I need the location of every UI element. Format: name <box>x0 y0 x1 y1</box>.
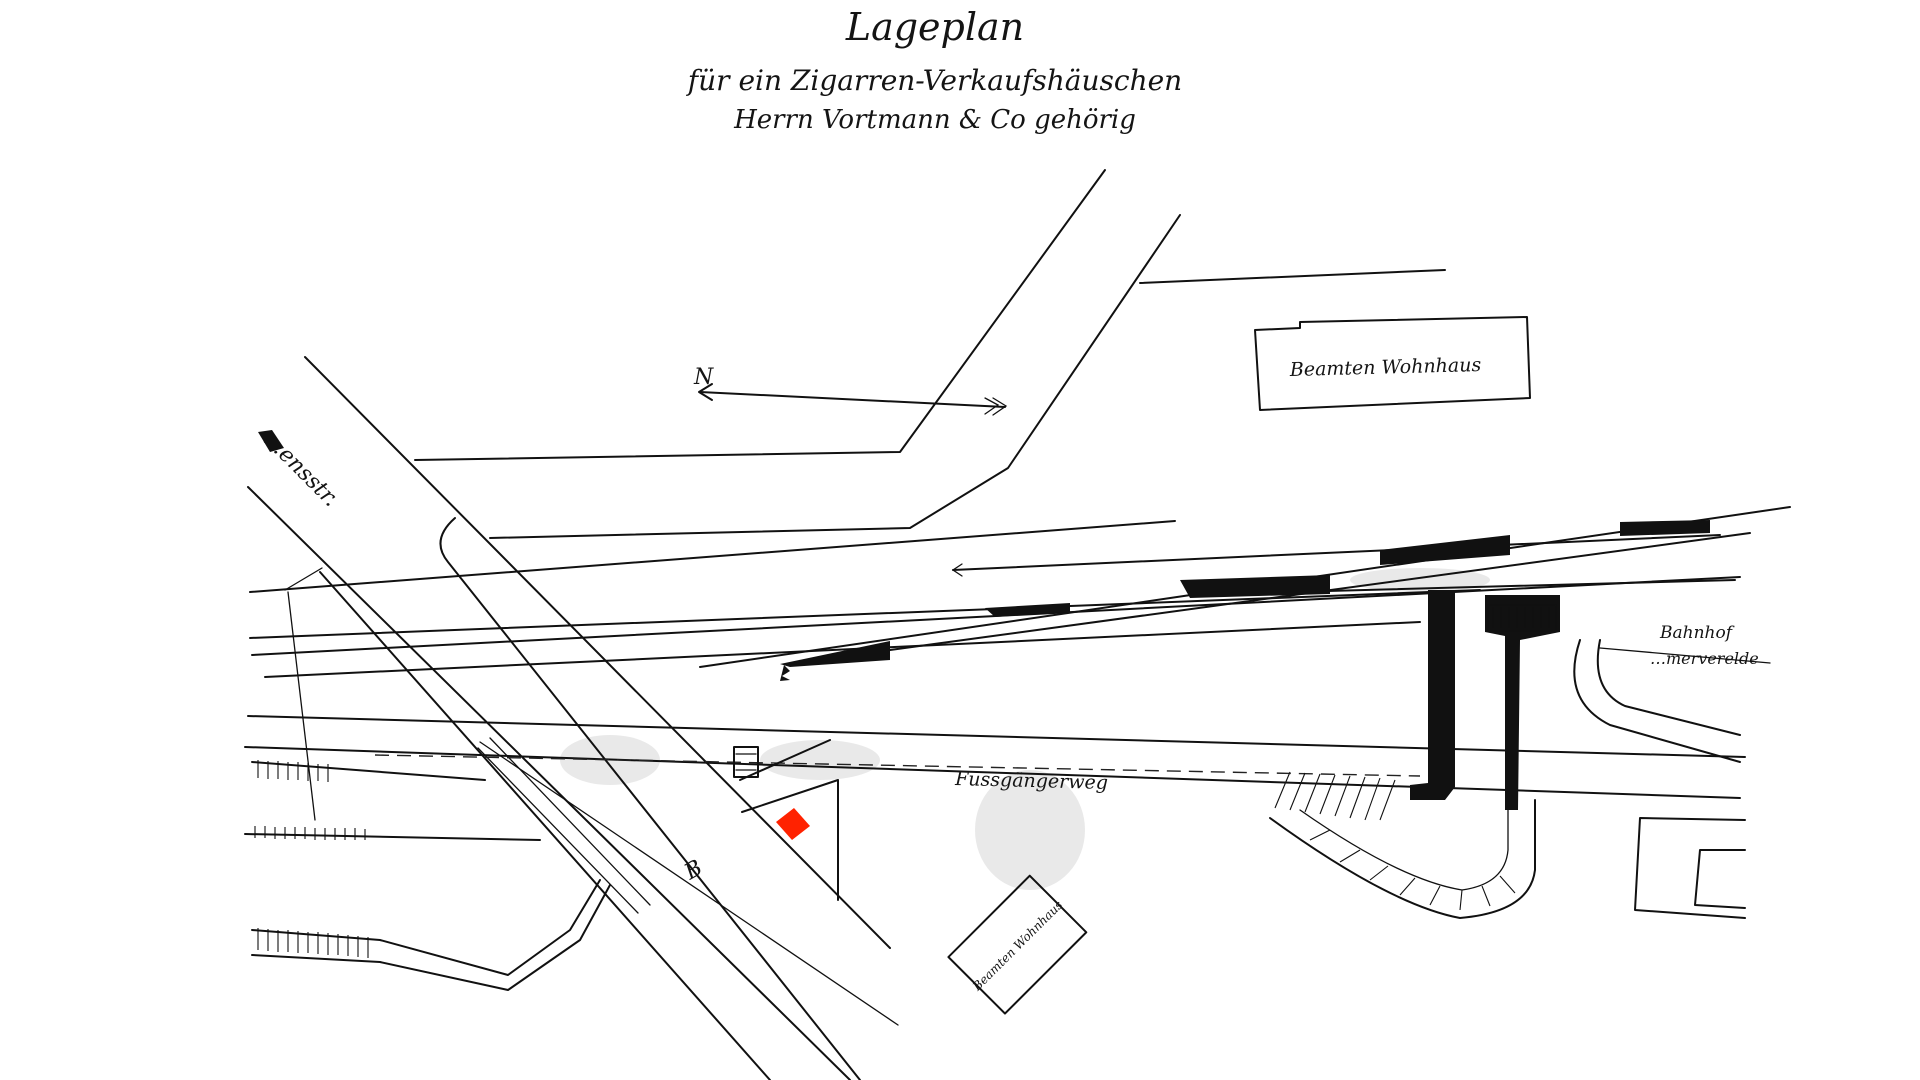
plan-subtitle: für ein Zigarren-Verkaufshäuschen <box>686 64 1182 97</box>
fussgaengerweg-label: Fussgängerweg <box>954 768 1108 794</box>
beamten-wohnhaus-building: Beamten Wohnhaus <box>1254 316 1531 411</box>
right-buildings <box>1634 817 1746 919</box>
north-arrow-icon: N <box>693 365 1008 416</box>
kiosk-parcel <box>733 739 839 901</box>
footpath-hatch <box>1274 771 1516 911</box>
railway-tracks <box>244 506 1791 799</box>
kiosk-marker-icon <box>776 808 810 840</box>
bahnhof-place-label: …merverelde <box>1650 649 1759 668</box>
title-block: Lageplan für ein Zigarren-Verkaufshäusch… <box>686 5 1182 135</box>
beamten-wohnhaus-label: Beamten Wohnhaus <box>1289 354 1482 381</box>
plan-title: Lageplan <box>845 5 1024 49</box>
small-beamten-wohnhaus: Beamten Wohnhaus <box>947 874 1088 1015</box>
left-side-road <box>284 567 323 821</box>
upper-road <box>414 169 1446 539</box>
beamten-wohnhaus-small-label: Beamten Wohnhaus <box>969 898 1065 994</box>
plan-owner: Herrn Vortmann & Co gehörig <box>733 105 1136 135</box>
stair-hatch <box>1492 607 1550 628</box>
north-label: N <box>693 365 714 390</box>
station-access <box>1269 590 1560 919</box>
bahnhof-label-group: Bahnhof …merverelde <box>1573 623 1771 763</box>
left-hatched-boundaries <box>244 760 611 991</box>
bahnhof-label: Bahnhof <box>1659 623 1735 643</box>
street-name-blot <box>258 430 284 452</box>
footpath: Fussgängerweg <box>374 754 1421 794</box>
